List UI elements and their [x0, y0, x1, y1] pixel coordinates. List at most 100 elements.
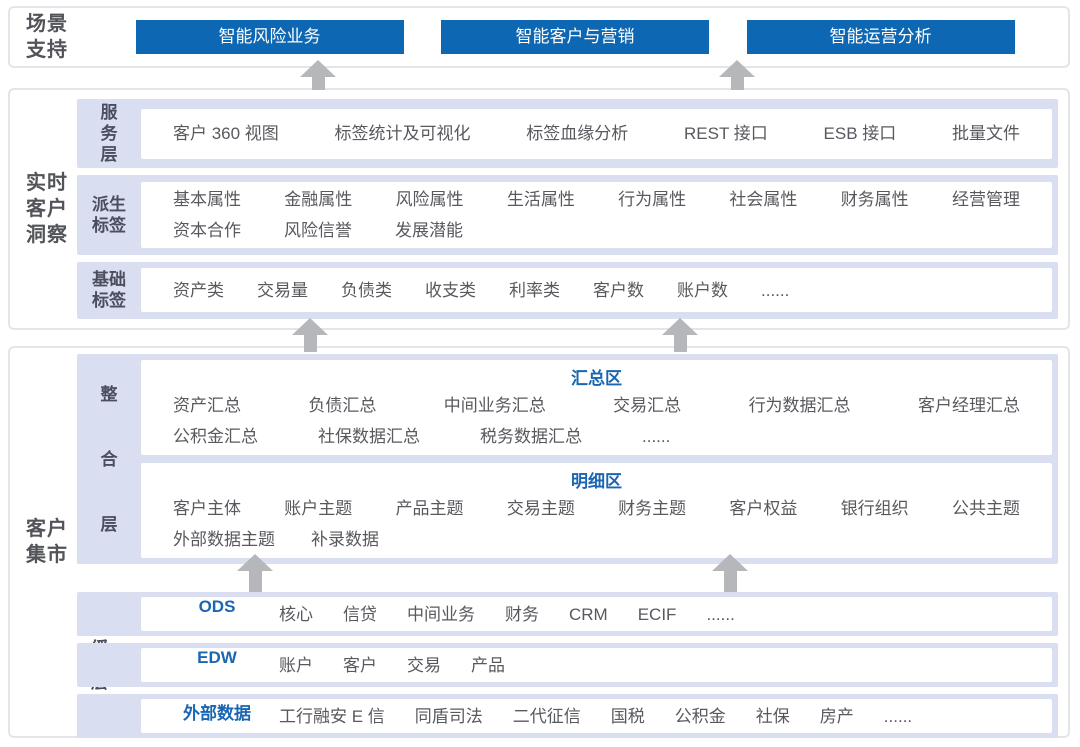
realtime-insight-label: 实时客户洞察	[26, 172, 68, 246]
derived-tag-item: 基本属性	[173, 189, 241, 209]
basic-tag-item: 利率类	[509, 280, 560, 300]
arrow-head-icon	[300, 60, 336, 77]
edw-source-item: 客户	[343, 655, 377, 675]
external-source-item: 二代征信	[512, 706, 581, 726]
ods-key: ODS	[198, 597, 236, 616]
ods-source-item: ECIF	[637, 604, 677, 624]
arrow-head-icon	[237, 554, 273, 571]
smart-operation-analysis-button[interactable]: 智能运营分析	[746, 20, 1015, 54]
derived-tag-item: 风险属性	[395, 189, 464, 209]
basic-tag-item: 资产类	[173, 280, 224, 300]
derived-tag-item: 资本合作	[173, 220, 241, 240]
external-source-item: 公积金	[674, 706, 726, 726]
summary-zone-row2: 公积金汇总社保数据汇总税务数据汇总......	[173, 421, 1020, 452]
arrow-head-icon	[292, 318, 328, 335]
integration-zones: 汇总区 资产汇总负债汇总中间业务汇总交易汇总行为数据汇总客户经理汇总 公积金汇总…	[141, 360, 1052, 558]
ods-source-item: ......	[706, 604, 735, 624]
service-item: ESB 接口	[823, 124, 897, 144]
external-source-item: 社保	[755, 706, 790, 726]
up-arrow	[719, 60, 755, 90]
edw-band: EDW 账户 客户 交易 产品	[77, 643, 1058, 687]
detail-item: 客户主体	[173, 499, 241, 518]
summary-item: 社保数据汇总	[318, 427, 420, 446]
arrow-head-icon	[719, 60, 755, 77]
summary-item: 客户经理汇总	[917, 396, 1020, 415]
edw-source-item: 账户	[279, 655, 313, 675]
summary-zone: 汇总区 资产汇总负债汇总中间业务汇总交易汇总行为数据汇总客户经理汇总 公积金汇总…	[141, 360, 1052, 455]
smart-risk-business-button[interactable]: 智能风险业务	[135, 20, 404, 54]
detail-zone-title: 明细区	[571, 472, 622, 491]
up-arrow	[662, 318, 698, 352]
detail-zone-row2: 外部数据主题 补录数据	[173, 524, 1020, 555]
basic-tag-item: 客户数	[593, 280, 644, 300]
service-item: 标签统计及可视化	[334, 124, 471, 144]
detail-item: 交易主题	[506, 499, 575, 518]
external-source-item: 房产	[819, 706, 854, 726]
derived-tag-item: 行为属性	[618, 189, 687, 209]
insight-bands: 服务层 客户 360 视图 标签统计及可视化 标签血缘分析 REST 接口 ESB 接口…	[77, 99, 1058, 319]
edw-key: EDW	[197, 648, 237, 667]
external-data-strip: 外部数据 工行融安 E 信同盾司法二代征信国税公积金社保房产......	[141, 699, 1052, 733]
derived-tag-item: 金融属性	[284, 189, 353, 209]
detail-item: 外部数据主题	[173, 530, 275, 549]
basic-tag-item: 交易量	[257, 280, 308, 300]
summary-zone-row1: 资产汇总负债汇总中间业务汇总交易汇总行为数据汇总客户经理汇总	[173, 390, 1020, 421]
edw-source-item: 产品	[471, 655, 505, 675]
customer-mart-section: 客户集市 整合层 汇总区 资产汇总负债汇总中间业务汇总交易汇总行为数据汇总客户经…	[8, 346, 1070, 738]
detail-zone: 明细区 客户主体账户主题产品主题交易主题财务主题客户权益银行组织公共主题 外部数…	[141, 463, 1052, 558]
customer-mart-label: 客户集市	[26, 518, 68, 566]
external-source-item: 工行融安 E 信	[279, 706, 385, 726]
up-arrow	[237, 554, 273, 592]
derived-tags-row2: 资本合作风险信誉发展潜能	[173, 215, 1020, 246]
summary-item: ......	[642, 427, 671, 446]
service-item: REST 接口	[684, 124, 768, 144]
detail-item: 产品主题	[395, 499, 464, 518]
smart-customer-marketing-button[interactable]: 智能客户与营销	[441, 20, 709, 54]
derived-tag-item: 财务属性	[840, 189, 909, 209]
summary-item: 公积金汇总	[173, 427, 258, 446]
basic-tags-label: 基础标签	[92, 270, 126, 311]
customer-mart-body: 整合层 汇总区 资产汇总负债汇总中间业务汇总交易汇总行为数据汇总客户经理汇总 公…	[77, 354, 1058, 738]
derived-tag-item: 风险信誉	[284, 220, 352, 240]
external-data-band: 外部数据 工行融安 E 信同盾司法二代征信国税公积金社保房产......	[77, 694, 1058, 738]
edw-items: 账户 客户 交易 产品	[279, 648, 505, 682]
summary-item: 交易汇总	[613, 396, 682, 415]
service-item: 标签血缘分析	[526, 124, 629, 144]
derived-tags-strip: 基本属性 金融属性 风险属性 生活属性 行为属性 社会属性 财务属性 经营管理 资本合作 风险信…	[141, 181, 1052, 248]
detail-item: 账户主题	[284, 499, 353, 518]
basic-tags-items: 资产类交易量负债类收支类利率类客户数账户数......	[173, 275, 1020, 306]
arrow-head-icon	[662, 318, 698, 335]
summary-item: 负债汇总	[308, 396, 377, 415]
basic-tag-item: 账户数	[677, 280, 728, 300]
derived-tag-item: 社会属性	[729, 189, 798, 209]
service-item: 客户 360 视图	[173, 124, 279, 144]
external-source-item: ......	[883, 706, 913, 726]
realtime-insight-section: 实时客户洞察 服务层 客户 360 视图 标签统计及可视化 标签血缘分析 REST 接…	[8, 88, 1070, 330]
basic-tags-strip: 资产类交易量负债类收支类利率类客户数账户数......	[141, 268, 1052, 313]
derived-tag-item: 经营管理	[951, 189, 1020, 209]
summary-zone-title: 汇总区	[571, 369, 622, 388]
external-data-key: 外部数据	[183, 704, 251, 723]
arrow-stem	[303, 335, 317, 352]
service-layer-label: 服务层	[100, 102, 118, 165]
detail-item: 补录数据	[311, 530, 379, 549]
derived-tag-item: 生活属性	[506, 189, 575, 209]
up-arrow	[292, 318, 328, 352]
ods-source-item: 财务	[505, 604, 539, 624]
edw-source-item: 交易	[407, 655, 441, 675]
external-data-items: 工行融安 E 信同盾司法二代征信国税公积金社保房产......	[279, 699, 912, 733]
basic-tags-band: 基础标签 资产类交易量负债类收支类利率类客户数账户数......	[77, 261, 1058, 319]
scenario-support-label: 场景支持	[26, 13, 68, 61]
service-item: 批量文件	[952, 124, 1020, 144]
service-layer-items: 客户 360 视图 标签统计及可视化 标签血缘分析 REST 接口 ESB 接口 批量文件	[173, 118, 1020, 149]
summary-item: 资产汇总	[173, 396, 241, 415]
detail-item: 银行组织	[840, 499, 909, 518]
ods-source-item: CRM	[569, 604, 608, 624]
derived-tags-label: 派生标签	[92, 194, 126, 235]
basic-tag-item: 收支类	[425, 280, 476, 300]
arrow-stem	[723, 571, 737, 592]
derived-tags-row1: 基本属性 金融属性 风险属性 生活属性 行为属性 社会属性 财务属性 经营管理	[173, 184, 1020, 215]
